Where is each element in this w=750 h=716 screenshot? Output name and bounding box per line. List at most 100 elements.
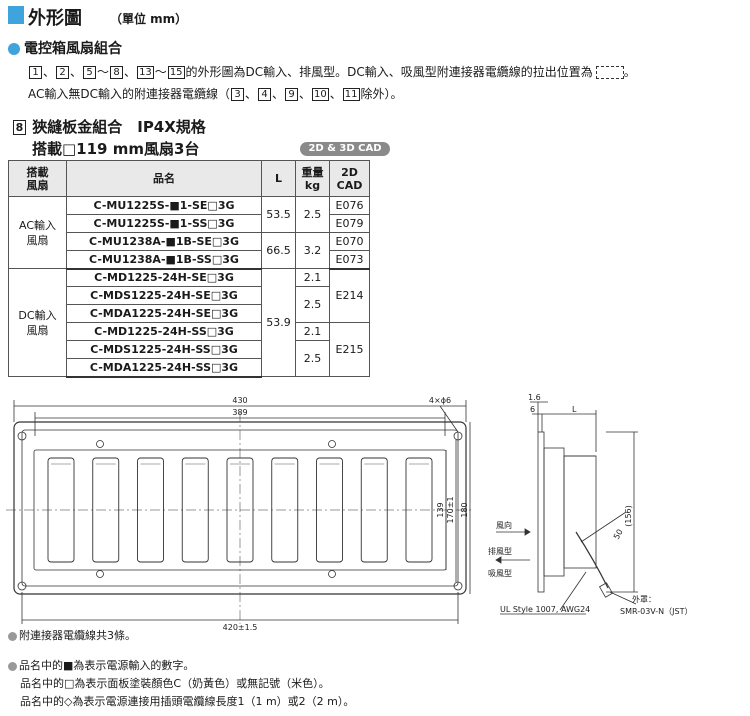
product-subtitle: 搭載□119 mm風扇3台 bbox=[32, 140, 200, 158]
weight-cell: 2.5 bbox=[295, 196, 330, 233]
unit-label: （單位 mm） bbox=[110, 12, 188, 26]
vent-slot bbox=[92, 457, 120, 563]
length-cell: 53.9 bbox=[261, 268, 296, 377]
dim-50-label: 50 bbox=[612, 528, 625, 541]
cad-cell[interactable]: E079 bbox=[329, 214, 370, 233]
table-row: DC輸入 風扇 C-MD1225-24H-SE□3G 53.9 2.1 E214 bbox=[8, 268, 370, 377]
table-row: C-MU1225S-■1-SS□3G E079 bbox=[9, 214, 370, 233]
dim-139-label: 139 bbox=[436, 502, 445, 517]
side-panel bbox=[537, 431, 545, 593]
model-name: C-MDA1225-24H-SE□3G bbox=[66, 304, 262, 323]
model-name: C-MDS1225-24H-SE□3G bbox=[66, 286, 262, 305]
table-row: C-MU1238A-■1B-SS□3G E073 bbox=[9, 250, 370, 270]
product-title: 狹縫板金組合 IP4X規格 bbox=[32, 118, 206, 136]
ref-box: 15 bbox=[167, 66, 185, 79]
airflow-label: 風向 bbox=[496, 520, 512, 530]
vent-slot bbox=[405, 457, 433, 563]
intro-text-2: AC輸入無DC輸入的附連接器電纜線（ bbox=[28, 87, 230, 101]
dim-430-label: 430 bbox=[232, 396, 247, 405]
weight-cell: 3.2 bbox=[295, 232, 330, 269]
holes-label: 4×ϕ6 bbox=[429, 396, 451, 405]
ref-box: 8 bbox=[110, 66, 124, 79]
slot-group bbox=[47, 457, 433, 563]
weight-cell: 2.1 bbox=[295, 268, 330, 287]
mount-hole bbox=[453, 581, 463, 591]
product-index: 8 bbox=[13, 120, 26, 135]
product-heading: 8 狹縫板金組合 IP4X規格 bbox=[12, 116, 206, 137]
table-row: AC輸入 風扇 C-MU1225S-■1-SE□3G 53.5 2.5 E076 bbox=[8, 196, 370, 269]
dim-170-label: 170±1 bbox=[446, 496, 455, 523]
mount-hole bbox=[17, 431, 27, 441]
dim-389-label: 389 bbox=[232, 408, 247, 417]
exhaust-label: 排風型 bbox=[488, 546, 512, 556]
ref-box: 4 bbox=[258, 88, 272, 101]
col-header-name: 品名 bbox=[66, 160, 262, 197]
housing-label: 外罩： bbox=[632, 594, 656, 604]
dim-6-label: 6 bbox=[530, 405, 535, 414]
vent-slot bbox=[47, 457, 75, 563]
vent-slot bbox=[360, 457, 388, 563]
col-header-L: L bbox=[261, 160, 296, 197]
col-header-weight: 重量 kg bbox=[295, 160, 330, 197]
model-name: C-MU1225S-■1-SE□3G bbox=[66, 196, 262, 215]
name-note-2: 品名中的□為表示面板塗裝顏色C（奶黃色）或無記號（米色）。 bbox=[20, 677, 330, 690]
cad-cell[interactable]: E070 bbox=[329, 232, 370, 251]
dim-16-label: 1.6 bbox=[528, 393, 541, 402]
model-name: C-MD1225-24H-SS□3G bbox=[66, 322, 262, 341]
front-view-drawing: 430 389 4×ϕ6 420±1.5 139 170±1 180 bbox=[6, 396, 474, 632]
vent-slot bbox=[316, 457, 343, 563]
vent-slot bbox=[137, 457, 164, 563]
ref-box: 9 bbox=[285, 88, 299, 101]
screw bbox=[328, 570, 336, 578]
vent-slot bbox=[271, 457, 299, 563]
dim-420-label: 420±1.5 bbox=[223, 623, 258, 632]
model-name: C-MDS1225-24H-SS□3G bbox=[66, 340, 262, 359]
bullet-icon bbox=[8, 43, 20, 55]
section-title: 電控箱風扇組合 bbox=[24, 41, 122, 57]
cad-cell[interactable]: E073 bbox=[329, 250, 370, 270]
dim-156-label: (156) bbox=[624, 505, 633, 527]
cad-badge[interactable]: 2D & 3D CAD bbox=[300, 142, 390, 156]
title-marker bbox=[8, 6, 24, 24]
ref-box: 5 bbox=[83, 66, 97, 79]
mount-hole bbox=[17, 581, 27, 591]
table-row: C-MDS1225-24H-SS□3G 2.5 bbox=[9, 340, 370, 377]
spec-table: 搭載 風扇 品名 L 重量 kg 2D CAD AC輸入 風扇 C-MU1225… bbox=[8, 160, 370, 378]
page-title: 外形圖 bbox=[28, 8, 82, 29]
section-heading: 電控箱風扇組合 bbox=[8, 38, 122, 58]
weight-cell: 2.1 bbox=[295, 322, 330, 341]
col-header-type: 搭載 風扇 bbox=[8, 160, 67, 197]
cad-cell[interactable]: E214 bbox=[329, 268, 370, 323]
name-note-3: 品名中的◇為表示電源連接用插頭電纜線長度1（1 m）或2（2 m）。 bbox=[20, 695, 355, 708]
ref-box: 1 bbox=[29, 66, 42, 79]
dim-180-label: 180 bbox=[460, 502, 469, 517]
side-body bbox=[543, 447, 565, 577]
connector-housing bbox=[598, 582, 614, 598]
model-name: C-MD1225-24H-SE□3G bbox=[66, 268, 262, 287]
table-row: C-MDA1225-24H-SS□3G bbox=[9, 358, 370, 378]
intake-label: 吸風型 bbox=[488, 569, 512, 578]
screw bbox=[96, 440, 104, 448]
intro-text-1: 的外形圖為DC輸入、排風型。DC輸入、吸風型附連接器電纜線的拉出位置為 bbox=[185, 65, 593, 79]
model-name: C-MU1238A-■1B-SE□3G bbox=[66, 232, 262, 251]
table-row: C-MDA1225-24H-SE□3G bbox=[9, 304, 370, 323]
model-name: C-MDA1225-24H-SS□3G bbox=[66, 358, 262, 378]
screw bbox=[96, 570, 104, 578]
length-cell: 53.5 bbox=[261, 196, 296, 233]
weight-cell: 2.5 bbox=[295, 340, 330, 377]
side-view-drawing: 1.6 6 L (156) 50 風向 排風型 吸風型 UL Style 100… bbox=[488, 393, 692, 616]
vent-slot bbox=[226, 457, 254, 563]
weight-cell: 2.5 bbox=[295, 286, 330, 323]
vent-slot bbox=[181, 457, 209, 563]
cad-cell[interactable]: E076 bbox=[329, 196, 370, 215]
ref-box: 3 bbox=[231, 88, 244, 101]
note-bullet-icon bbox=[8, 631, 17, 641]
group-label: DC輸入 風扇 bbox=[8, 268, 67, 377]
housing-part-label: SMR-03V-N（JST） bbox=[620, 607, 692, 616]
cad-cell[interactable]: E215 bbox=[329, 322, 370, 377]
ref-box: 2 bbox=[56, 66, 70, 79]
model-name: C-MU1238A-■1B-SS□3G bbox=[66, 250, 262, 270]
dashed-position-icon bbox=[595, 66, 624, 79]
